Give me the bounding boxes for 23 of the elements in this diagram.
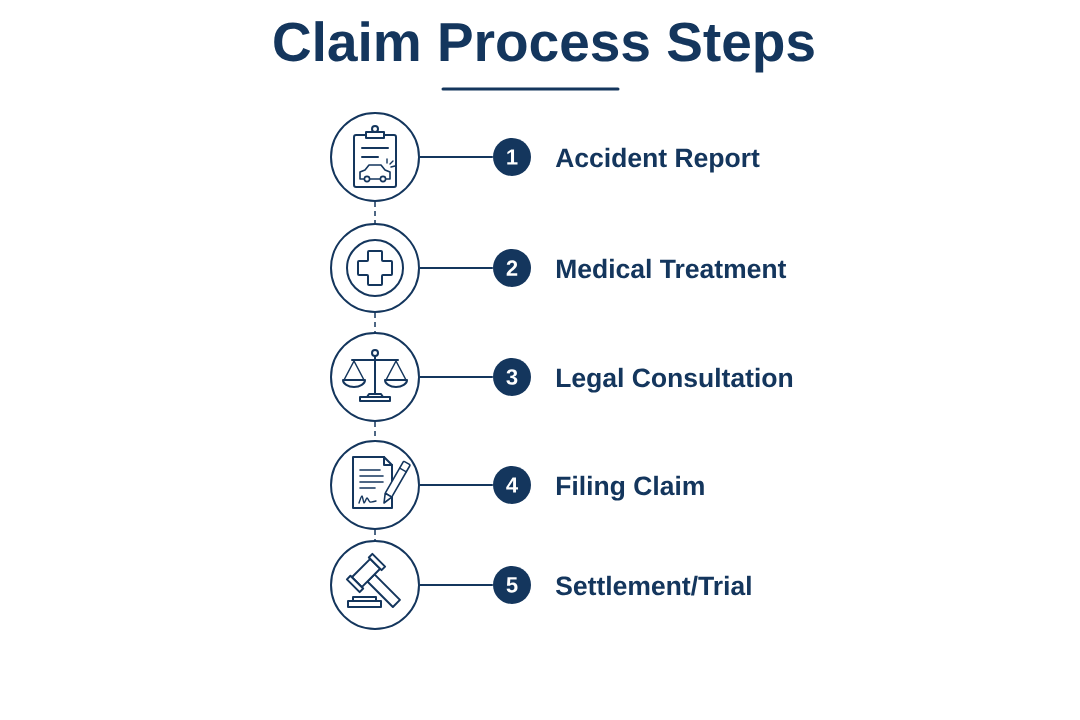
step-label: Medical Treatment xyxy=(557,258,787,279)
step-label: Legal Consultation xyxy=(557,367,793,393)
step-circle xyxy=(330,332,420,422)
step-circle xyxy=(330,440,420,530)
number-badge: 4 xyxy=(493,466,531,504)
number-badge: 1 xyxy=(493,138,531,176)
connector-line xyxy=(419,484,494,486)
connector-line xyxy=(419,156,494,158)
step-circle xyxy=(330,112,420,202)
connector-line xyxy=(419,376,494,378)
number-badge: 2 xyxy=(493,249,531,287)
step-circle xyxy=(330,223,420,313)
number-badge: 3 xyxy=(493,358,531,396)
connector-line xyxy=(419,267,494,269)
connector-line xyxy=(374,201,376,224)
step-label: Settlement/Trial xyxy=(555,575,751,596)
connector-line xyxy=(374,529,376,541)
title: Claim Process Steps xyxy=(274,21,814,73)
connector-line xyxy=(374,312,376,333)
connector-line xyxy=(419,584,494,586)
number-badge: 5 xyxy=(493,566,531,604)
step-label: Filing Claim xyxy=(557,475,704,501)
step-label: Accident Report xyxy=(555,147,760,173)
